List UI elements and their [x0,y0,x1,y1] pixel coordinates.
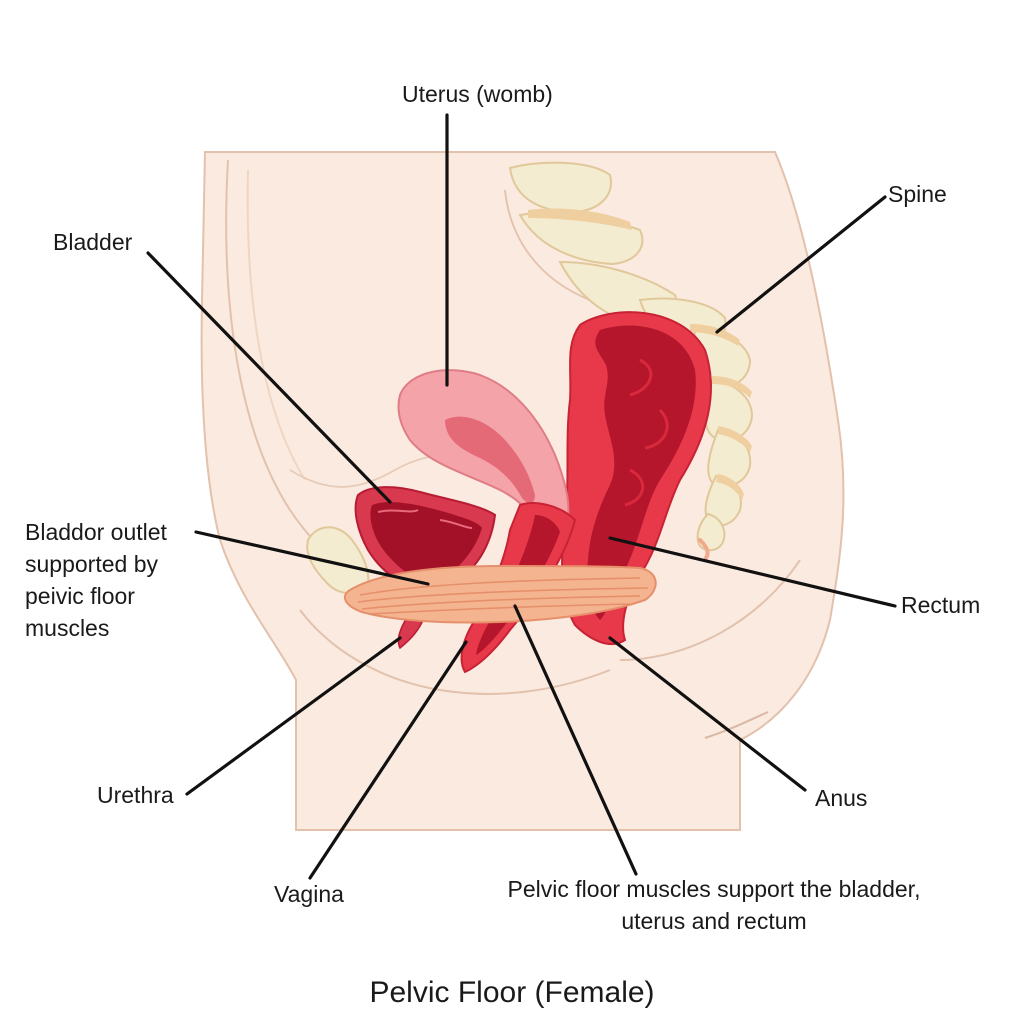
rectum-lumen [587,325,696,620]
bladder-lumen [370,502,482,583]
rectum-folds [624,358,669,507]
leader-vagina [308,640,468,880]
thigh-line [704,711,769,739]
label-spine: Spine [888,181,947,207]
leader-urethra [185,636,402,796]
label-urethra: Urethra [97,782,174,808]
leader-spine [715,195,887,334]
coccyx-tip [698,538,710,560]
leader-anus [608,636,807,792]
leader-bladder-outlet [194,530,430,586]
diagram-title: Pelvic Floor (Female) [369,976,655,1009]
label-uterus: Uterus (womb) [402,81,553,107]
leader-pelvic-floor [513,604,638,876]
label-bladder-outlet: Bladdor outlet supported by peivic floor… [25,519,167,641]
back-contour [504,189,591,301]
leader-lines [146,113,897,880]
label-vagina: Vagina [274,881,344,907]
label-bladder: Bladder [53,229,133,255]
muscle-fibers [357,577,649,615]
lower-contour [299,609,611,695]
label-pelvic-floor-muscles: Pelvic floor muscles support the bladder… [507,876,921,934]
uterus-cavity [445,416,535,503]
leader-rectum [608,536,897,608]
spine-discs [528,208,752,500]
abdominal-contour-2 [246,169,306,481]
bladder-wall-lines [377,509,473,529]
label-rectum: Rectum [901,592,981,618]
leader-bladder [146,251,392,504]
label-anus: Anus [815,785,868,811]
